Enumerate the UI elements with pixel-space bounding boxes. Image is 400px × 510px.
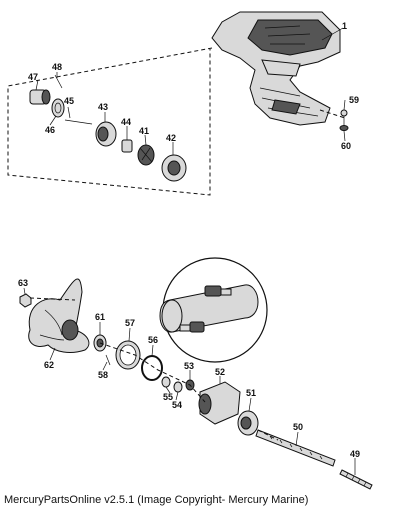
callout-59: 59 [349,95,359,105]
callout-49: 49 [350,449,360,459]
callout-42: 42 [166,133,176,143]
leader-lines [23,27,356,475]
propeller-shaft-part-50[interactable] [255,429,336,467]
gear-part-43[interactable] [95,121,117,147]
callout-46: 46 [45,125,55,135]
callout-1: 1 [342,21,347,31]
callout-52: 52 [215,367,225,377]
callout-47: 47 [28,72,38,82]
callout-55: 55 [163,392,173,402]
detail-component-top [204,285,232,297]
image-caption: MercuryPartsOnline v2.5.1 (Image Copyrig… [4,494,309,506]
callout-58: 58 [98,370,108,380]
upper-assembly-dashed-outline [7,47,346,196]
detail-component-bottom [179,321,205,333]
callout-50: 50 [293,422,303,432]
nut-part-63[interactable] [19,293,32,308]
bearing-part-42[interactable] [161,154,187,182]
callout-56: 56 [148,335,158,345]
callout-61: 61 [95,312,105,322]
pin-part-58[interactable] [105,354,111,366]
o-ring-part-56[interactable] [141,355,163,381]
spring-part-49[interactable] [339,469,373,490]
washer-part-55[interactable] [161,376,171,388]
pinion-gear-part-41[interactable] [137,144,155,166]
callout-62: 62 [44,360,54,370]
shaft-part-45[interactable] [64,119,93,125]
screw-part-60[interactable] [339,109,349,131]
callout-41: 41 [139,126,149,136]
washer-part-46[interactable] [51,98,65,118]
gear-part-51[interactable] [237,410,259,436]
callout-63: 63 [18,278,28,288]
sleeve-part-44[interactable] [121,139,133,153]
callout-44: 44 [121,117,131,127]
gear-housing-part[interactable] [211,11,341,126]
callout-48: 48 [52,62,62,72]
ring-part-57[interactable] [115,340,141,370]
callout-54: 54 [172,400,182,410]
callout-60: 60 [341,141,351,151]
spacer-part-54[interactable] [173,381,183,393]
lower-assembly-dashed-outline [29,297,279,441]
callout-43: 43 [98,102,108,112]
pin-part-48[interactable] [54,74,63,89]
callout-57: 57 [125,318,135,328]
callout-labels: 1 59 60 47 48 45 46 43 44 41 42 63 61 57… [18,21,360,459]
detail-inset [159,257,268,363]
bearing-carrier-part-52[interactable] [198,381,241,425]
callout-53: 53 [184,361,194,371]
callout-45: 45 [64,96,74,106]
propeller-part-62[interactable] [28,278,90,353]
bearing-part-47[interactable] [29,89,51,105]
callout-51: 51 [246,388,256,398]
